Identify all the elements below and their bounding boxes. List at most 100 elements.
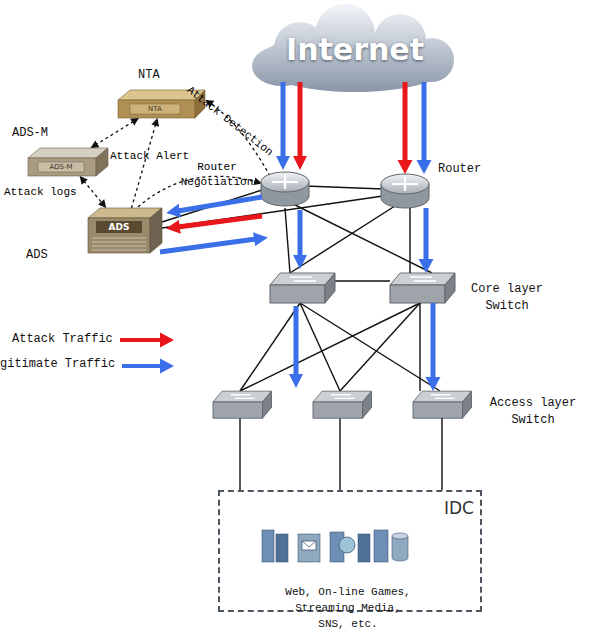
switch-icon	[363, 391, 372, 418]
switch-icon	[410, 277, 436, 281]
arrow-head	[80, 176, 88, 185]
connector-line	[441, 418, 442, 490]
switch-icon	[325, 273, 335, 303]
network-links	[162, 186, 440, 490]
switch-icon	[390, 273, 455, 303]
network-links	[290, 204, 398, 273]
switch-node: Core layer Switch	[390, 273, 455, 303]
server-icons	[298, 534, 320, 562]
switch-icon	[413, 391, 472, 418]
appliance-icon	[96, 221, 142, 233]
switch-icon	[313, 391, 372, 402]
traffic-arrows	[178, 216, 262, 227]
router-icon	[392, 177, 418, 191]
appliance-icon	[92, 238, 146, 250]
server-icons	[302, 541, 316, 547]
network-links	[240, 303, 420, 391]
network-links	[285, 200, 432, 273]
router-icon	[261, 172, 309, 192]
server-icons	[358, 534, 370, 562]
switch-icon	[213, 391, 272, 418]
connector-line	[422, 82, 427, 163]
switch-icon	[331, 395, 354, 399]
connector-line	[84, 181, 102, 203]
switch-node: Access layer Switch	[413, 391, 472, 418]
traffic-arrows	[160, 82, 300, 376]
device-label: Access layer Switch	[483, 395, 583, 429]
traffic-arrows	[294, 306, 299, 376]
connector-line	[409, 208, 410, 273]
device-label: NTA	[138, 68, 160, 82]
network-links	[300, 303, 440, 391]
network-links	[285, 208, 290, 273]
server-icons	[339, 537, 355, 553]
connector	[398, 82, 413, 174]
cloud-node: Internet	[255, 22, 455, 82]
appliance-icon	[88, 218, 150, 253]
switch-icon	[270, 273, 335, 285]
device-label: ADS-M	[12, 126, 48, 140]
device-face-label: ADS-M	[38, 162, 84, 172]
appliance-icon	[28, 148, 108, 158]
router-icon	[272, 175, 298, 189]
connector	[420, 303, 421, 391]
server-icons	[262, 530, 274, 562]
appliance-icon	[28, 158, 96, 176]
arrow-head	[130, 118, 139, 126]
appliance-icon	[28, 148, 108, 176]
appliance-icon	[88, 208, 162, 253]
device-label: Core layer Switch	[464, 281, 550, 315]
server-icons	[302, 541, 316, 550]
network-links	[340, 303, 420, 391]
annotation: Router Negotiation	[172, 160, 262, 190]
legend-swatch	[120, 333, 174, 348]
group-title: IDC	[444, 498, 474, 518]
switch-icon	[313, 402, 363, 418]
idc-group: IDCWeb, On-line Games, Streaming Media, …	[218, 490, 482, 612]
switch-icon	[213, 402, 263, 418]
arrow-head	[91, 140, 100, 148]
switch-icon	[445, 273, 455, 303]
connector	[419, 208, 434, 273]
appliance-node: ADSADS	[88, 208, 162, 253]
network-links	[339, 418, 340, 490]
annotation: Attack logs	[4, 186, 77, 198]
legend-swatch	[122, 359, 174, 374]
legend-text: gitimate Traffic	[0, 357, 115, 371]
router-icon	[381, 174, 429, 208]
switch-icon	[270, 273, 335, 303]
switch-icon	[390, 285, 445, 303]
connector	[417, 82, 432, 174]
connector-line	[122, 364, 163, 368]
appliance-icon	[130, 104, 180, 114]
connector-line	[403, 82, 408, 163]
router-node: Router	[381, 174, 429, 208]
annotation: Attack Alert	[110, 150, 189, 162]
appliance-icon	[118, 100, 195, 118]
service-list: Web, On-line Games, Streaming Media, SNS…	[282, 584, 414, 632]
connector-line	[96, 121, 133, 144]
appliance-icon	[38, 162, 84, 172]
traffic-arrows	[160, 239, 256, 252]
traffic-arrows	[298, 82, 303, 158]
server-icons	[374, 530, 388, 562]
connector	[442, 418, 443, 490]
switch-icon	[213, 391, 272, 402]
switch-icon	[413, 402, 463, 418]
connector	[410, 208, 411, 273]
device-face-label: NTA	[130, 104, 180, 114]
router-icon	[261, 172, 309, 206]
connector	[91, 118, 139, 148]
traffic-arrows	[178, 197, 262, 211]
switch-icon	[270, 285, 325, 303]
cloud-label: Internet	[255, 32, 455, 67]
switch-icon	[290, 277, 316, 281]
server-icons	[276, 534, 288, 562]
device-label: Router	[438, 162, 481, 176]
cloud-shape	[252, 4, 454, 92]
connector-line	[424, 208, 429, 262]
appliance-icon	[96, 148, 108, 176]
